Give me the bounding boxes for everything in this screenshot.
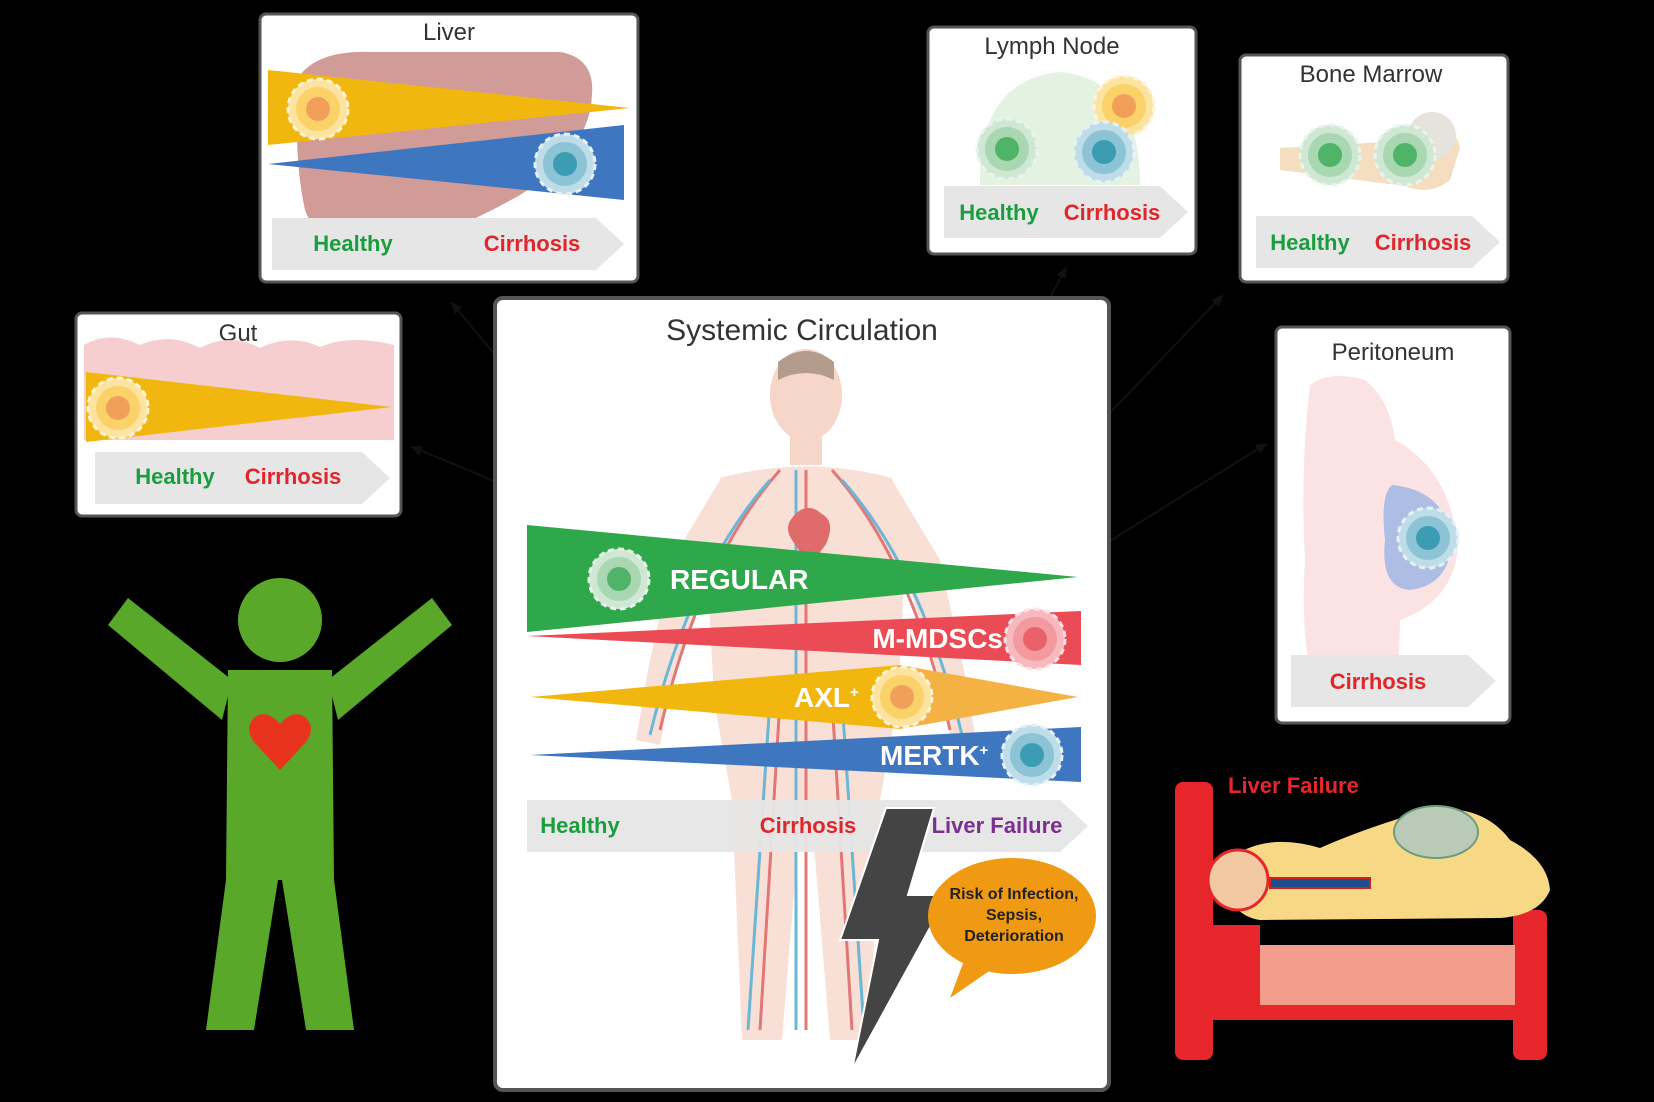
systemic-circulation-panel: Systemic Circulation REGULAR M-MDSCs AXL… xyxy=(493,296,1111,1092)
liver-panel-title: Liver xyxy=(423,19,475,46)
lightning-bolt-icon xyxy=(838,807,950,1071)
stage-arrow xyxy=(95,452,390,504)
gut-panel: Gut Healthy Cirrhosis xyxy=(74,311,403,518)
stage-cirrhosis-label: Cirrhosis xyxy=(245,464,342,489)
stage-arrow xyxy=(1291,655,1496,707)
stage-healthy-label: Healthy xyxy=(1270,230,1350,255)
stage-healthy-label: Healthy xyxy=(959,200,1039,225)
risk-line-3: Deterioration xyxy=(964,928,1064,945)
stage-cirrhosis-label: Cirrhosis xyxy=(1375,230,1472,255)
cell-icon xyxy=(533,132,597,196)
regular-label: REGULAR xyxy=(670,564,808,595)
mertk-wedge xyxy=(530,727,1081,782)
regular-wedge xyxy=(527,525,1078,632)
stage-healthy-label: Healthy xyxy=(135,464,215,489)
cell-icon xyxy=(1298,123,1362,187)
stage-cirrhosis-label: Cirrhosis xyxy=(760,813,857,838)
gut-yellow-wedge xyxy=(86,372,392,442)
liver-failure-label: Liver Failure xyxy=(1228,773,1359,798)
risk-line-2: Sepsis, xyxy=(986,907,1042,924)
healthy-person-icon xyxy=(108,578,452,1030)
peritoneum-panel: Peritoneum Cirrhosis xyxy=(1274,325,1512,725)
stage-liver-failure-label: Liver Failure xyxy=(932,813,1063,838)
cell-icon xyxy=(1000,723,1064,787)
liver-yellow-wedge xyxy=(268,70,630,145)
liver-blue-wedge xyxy=(268,125,624,200)
risk-speech-bubble: Risk of Infection, Sepsis, Deterioration xyxy=(928,858,1096,998)
stage-cirrhosis-label: Cirrhosis xyxy=(1330,669,1427,694)
stage-arrow xyxy=(944,186,1188,238)
patient-liver-icon xyxy=(1393,805,1479,859)
mmdsc-label: M-MDSCs xyxy=(872,623,1003,654)
mmdsc-wedge xyxy=(527,611,1081,665)
patient-head-icon xyxy=(1206,848,1270,912)
cell-icon xyxy=(1373,123,1437,187)
stage-healthy-label: Healthy xyxy=(313,231,393,256)
risk-line-1: Risk of Infection, xyxy=(950,886,1079,903)
lymph-node-panel-title: Lymph Node xyxy=(984,33,1119,60)
cell-icon xyxy=(870,665,934,729)
liver-failure-patient: Liver Failure xyxy=(1175,773,1550,1060)
stage-arrow xyxy=(527,800,1088,852)
cell-icon xyxy=(1396,506,1460,570)
heart-icon xyxy=(249,714,311,770)
cell-icon xyxy=(587,547,651,611)
cell-icon xyxy=(286,77,350,141)
patient-body-icon xyxy=(1222,809,1550,920)
abdomen-body-icon xyxy=(1303,376,1458,690)
liver-panel: Liver Healthy Cirrhosis xyxy=(258,12,640,284)
cell-icon xyxy=(1072,120,1136,184)
hospital-bed-icon xyxy=(1175,782,1547,1060)
cell-icon xyxy=(86,376,150,440)
stage-cirrhosis-label: Cirrhosis xyxy=(484,231,581,256)
systemic-title: Systemic Circulation xyxy=(666,314,938,347)
axl-label: AXL+ xyxy=(794,682,859,713)
stage-arrow xyxy=(272,218,624,270)
axl-wedge-right xyxy=(900,665,1078,729)
cell-icon xyxy=(1003,607,1067,671)
peritoneum-panel-title: Peritoneum xyxy=(1332,339,1455,366)
stage-arrow xyxy=(1256,216,1500,268)
bone-marrow-panel: Bone Marrow Healthy Cirrhosis xyxy=(1238,53,1510,284)
blood-vessel-icon xyxy=(1269,877,1371,889)
bone-marrow-panel-title: Bone Marrow xyxy=(1300,61,1443,88)
lymph-node-panel: Lymph Node Healthy Cirrhosis xyxy=(926,25,1198,256)
stage-healthy-label: Healthy xyxy=(540,813,620,838)
cell-icon xyxy=(975,117,1039,181)
axl-wedge-left xyxy=(530,665,900,729)
stage-cirrhosis-label: Cirrhosis xyxy=(1064,200,1161,225)
mertk-label: MERTK+ xyxy=(880,740,989,771)
